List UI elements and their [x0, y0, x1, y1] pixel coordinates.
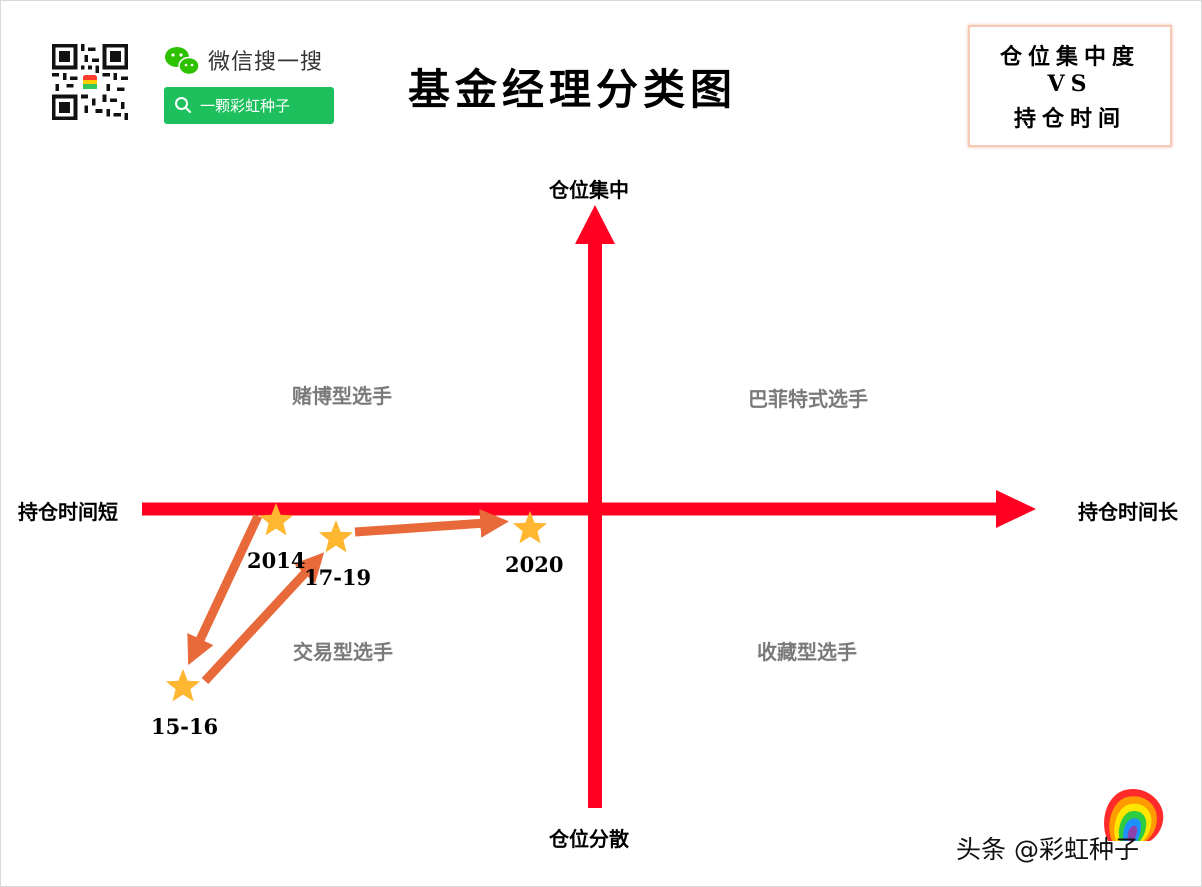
point-label-15-16: 15-16	[151, 714, 219, 739]
quadrant-label-top-left: 赌博型选手	[292, 384, 392, 408]
point-label-17-19: 17-19	[304, 565, 372, 590]
axis-arrow-up-icon	[575, 205, 615, 244]
qr-code-icon	[52, 44, 128, 120]
quadrant-label-top-right: 巴菲特式选手	[748, 387, 868, 411]
path-arrow-1516-to-1719	[201, 552, 325, 685]
star-1516-icon	[165, 669, 201, 702]
star-2014-icon	[258, 503, 294, 536]
axis-arrow-right-icon	[996, 490, 1036, 528]
axis-label-top: 仓位集中	[549, 178, 629, 202]
wechat-search-label: 微信搜一搜	[208, 50, 324, 75]
wechat-logo-icon	[165, 47, 200, 76]
search-text: 一颗彩虹种子	[200, 97, 291, 115]
path-arrow-1719-to-2020	[354, 508, 509, 538]
quadrant-label-bottom-right: 收藏型选手	[757, 640, 857, 664]
legend-box: 仓位集中度 VS 持仓时间	[968, 25, 1172, 147]
search-box[interactable]: 一颗彩虹种子	[164, 87, 334, 124]
point-label-2014: 2014	[247, 548, 306, 573]
star-1719-icon	[318, 520, 354, 553]
point-label-2020: 2020	[505, 552, 564, 577]
axis-label-bottom: 仓位分散	[549, 827, 629, 851]
path-arrow-2014-to-1516	[187, 514, 263, 666]
search-icon	[175, 97, 191, 113]
quadrant-label-bottom-left: 交易型选手	[293, 640, 393, 664]
footer-credit: 头条 @彩虹种子	[956, 835, 1139, 864]
horizontal-axis	[142, 490, 1036, 528]
rainbow-seed-logo-icon	[1104, 789, 1164, 841]
page-title: 基金经理分类图	[408, 65, 738, 114]
legend-line-1: 仓位集中度	[999, 44, 1140, 70]
vertical-axis	[575, 205, 615, 808]
legend-line-3: 持仓时间	[1013, 106, 1126, 132]
axis-label-right: 持仓时间长	[1078, 500, 1178, 524]
legend-line-2: VS	[1047, 71, 1093, 97]
star-2020-icon	[512, 511, 548, 544]
axis-label-left: 持仓时间短	[18, 500, 118, 524]
